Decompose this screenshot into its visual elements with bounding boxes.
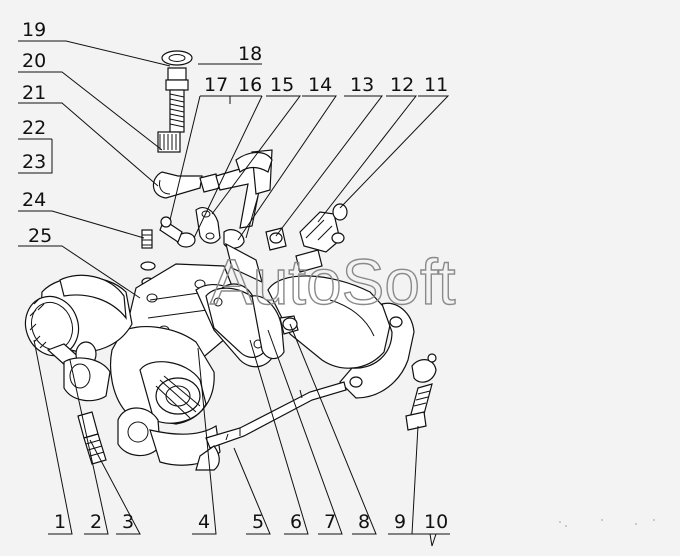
- callout-15: 15: [270, 74, 294, 96]
- callout-17: 17: [204, 74, 228, 96]
- callout-6: 6: [290, 511, 302, 533]
- callout-14: 14: [308, 74, 332, 96]
- compressor-inlet-part: [24, 274, 133, 402]
- callout-13: 13: [350, 74, 374, 96]
- watermark-text: AutoSoft: [210, 246, 456, 318]
- exhaust-gasket-part: [205, 242, 299, 360]
- callout-2: 2: [90, 511, 102, 533]
- callout-5: 5: [252, 511, 264, 533]
- callout-24: 24: [22, 189, 46, 211]
- banjo-bolt-part: [157, 67, 189, 153]
- callout-4: 4: [198, 511, 210, 533]
- callout-7: 7: [324, 511, 336, 533]
- callout-11: 11: [424, 74, 448, 96]
- parts-drawing: [24, 50, 437, 471]
- oil-return-pipe-part: [195, 381, 347, 471]
- callout-20: 20: [22, 50, 46, 72]
- callout-3: 3: [122, 511, 134, 533]
- callout-19: 19: [22, 19, 46, 41]
- bolt-part: [405, 383, 433, 431]
- callout-labels: 19 18 20 21 22 23 24 25 17 16 15 14 13 1…: [22, 19, 448, 533]
- washer-part: [161, 50, 193, 66]
- flange-gasket-part: [159, 207, 221, 248]
- screw-part: [77, 411, 107, 465]
- callout-10: 10: [424, 511, 448, 533]
- leader-lines: [18, 40, 450, 547]
- callout-21: 21: [22, 82, 46, 104]
- exhaust-elbow-part: [267, 275, 437, 399]
- callout-23: 23: [22, 151, 46, 173]
- turbocharger-body-part: [109, 263, 277, 466]
- callout-25: 25: [28, 225, 52, 247]
- callout-16: 16: [238, 74, 262, 96]
- callout-1: 1: [54, 511, 66, 533]
- bracket-part: [265, 203, 348, 273]
- callout-22: 22: [22, 117, 46, 139]
- oil-feed-pipe-part: [152, 149, 273, 239]
- scan-specks: [559, 519, 655, 527]
- callout-18: 18: [238, 43, 262, 65]
- callout-8: 8: [358, 511, 370, 533]
- callout-12: 12: [390, 74, 414, 96]
- callout-9: 9: [394, 511, 406, 533]
